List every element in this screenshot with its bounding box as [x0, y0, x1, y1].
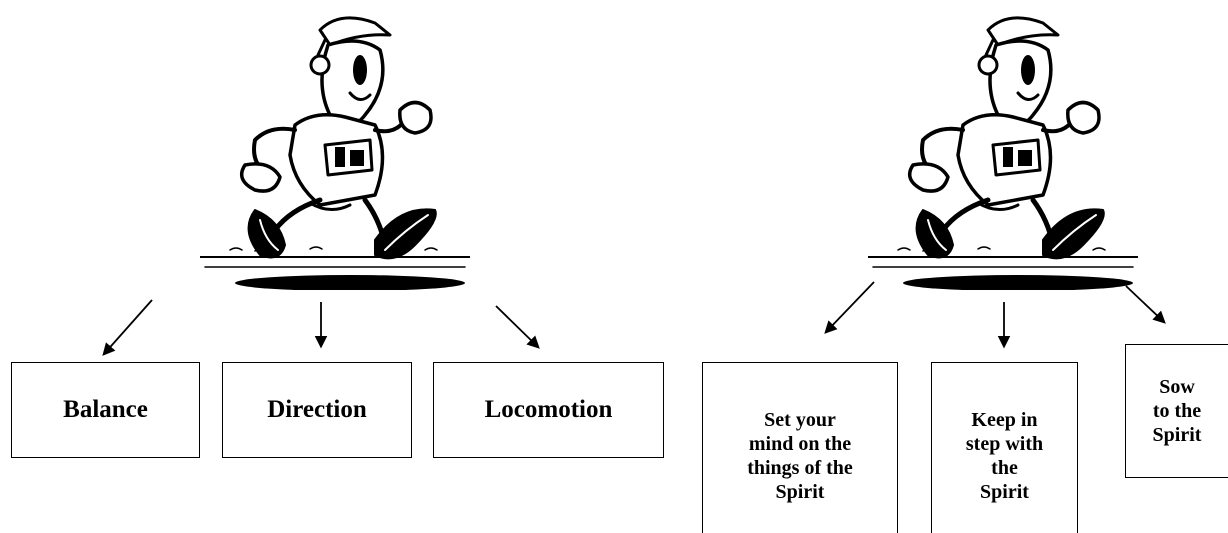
arrow-sow: [1125, 285, 1166, 324]
sow-box: Sow to the Spirit: [1125, 344, 1228, 478]
direction-label: Direction: [267, 396, 367, 423]
set-mind-box: Set your mind on the things of the Spiri…: [702, 362, 898, 533]
arrow-set-mind: [824, 281, 875, 334]
sow-label: Sow to the Spirit: [1152, 376, 1202, 446]
keep-step-label: Keep in step with the Spirit: [965, 409, 1044, 503]
balance-label: Balance: [63, 396, 148, 423]
arrow-balance: [102, 299, 153, 356]
locomotion-label: Locomotion: [484, 396, 613, 423]
keep-step-box: Keep in step with the Spirit: [931, 362, 1078, 533]
set-mind-label: Set your mind on the things of the Spiri…: [747, 409, 853, 503]
locomotion-box: Locomotion: [433, 362, 664, 458]
direction-box: Direction: [222, 362, 412, 458]
balance-box: Balance: [11, 362, 200, 458]
arrow-locomotion: [495, 305, 540, 349]
